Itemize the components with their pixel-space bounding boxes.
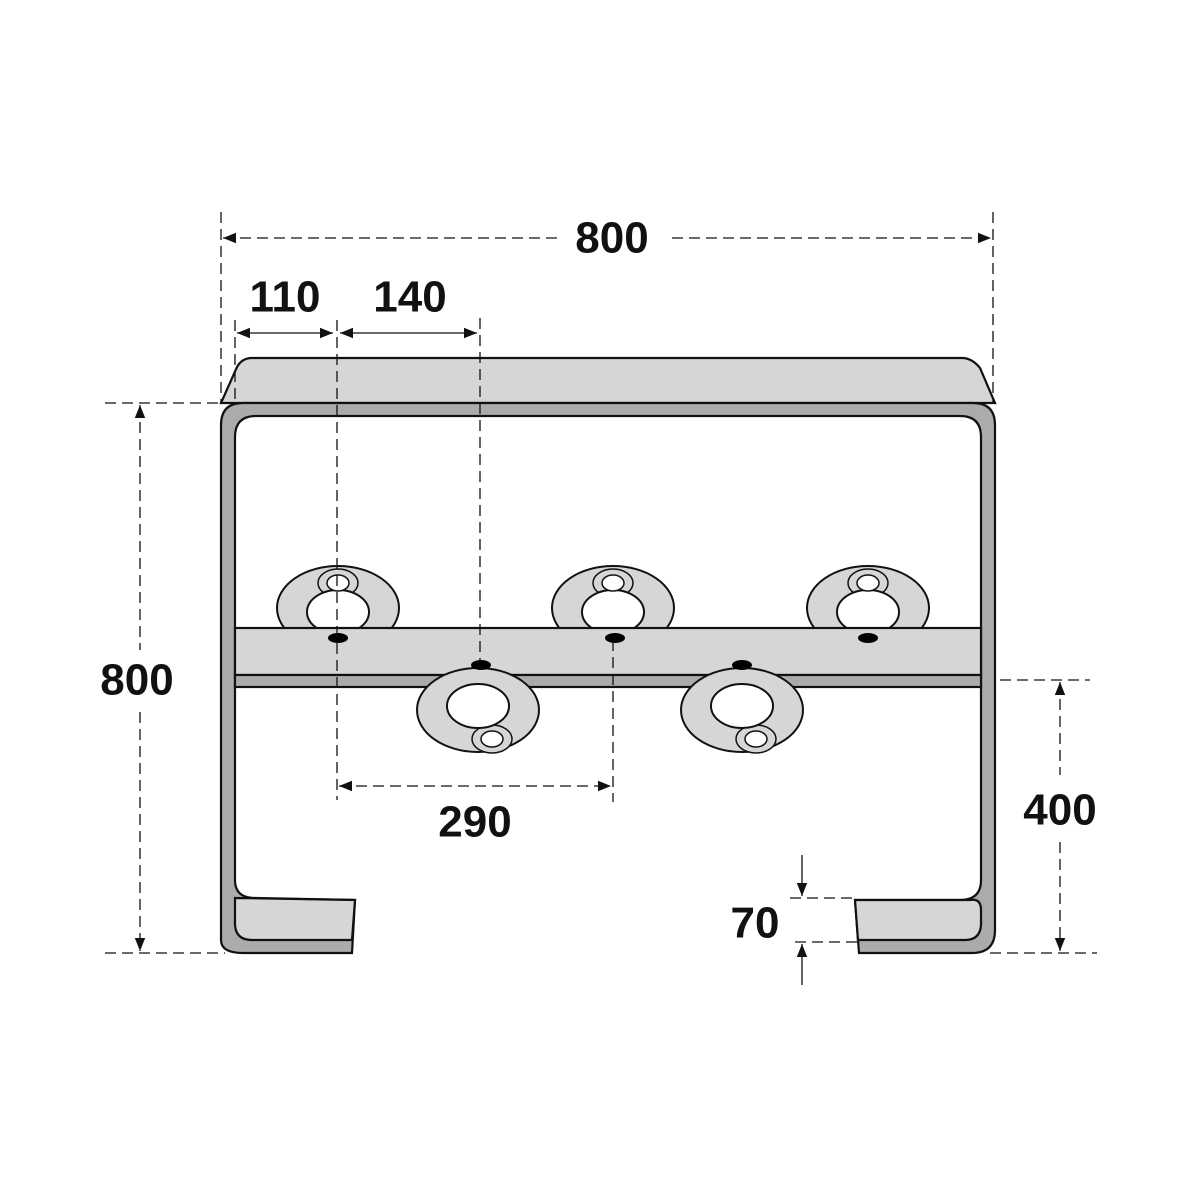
ring-spacing-label: 290 — [438, 798, 511, 847]
bolt-hole — [858, 633, 878, 643]
overall-height-label: 800 — [100, 656, 173, 705]
mounting-ring — [680, 667, 804, 754]
left-offset-label: 110 — [250, 273, 321, 322]
mounting-ring — [416, 667, 540, 754]
foot-height-label: 70 — [731, 899, 780, 948]
bolt-hole — [605, 633, 625, 643]
overall-width-label: 800 — [575, 214, 648, 263]
bolt-hole — [471, 660, 491, 670]
top-surface — [219, 356, 997, 405]
bolt-hole — [328, 633, 348, 643]
left-foot — [233, 896, 357, 942]
shelf-bar-edge — [233, 673, 983, 689]
bolt-hole — [732, 660, 752, 670]
shelf-height-label: 400 — [1023, 786, 1096, 835]
right-foot — [853, 898, 983, 942]
hole-spacing-label: 140 — [373, 273, 446, 322]
